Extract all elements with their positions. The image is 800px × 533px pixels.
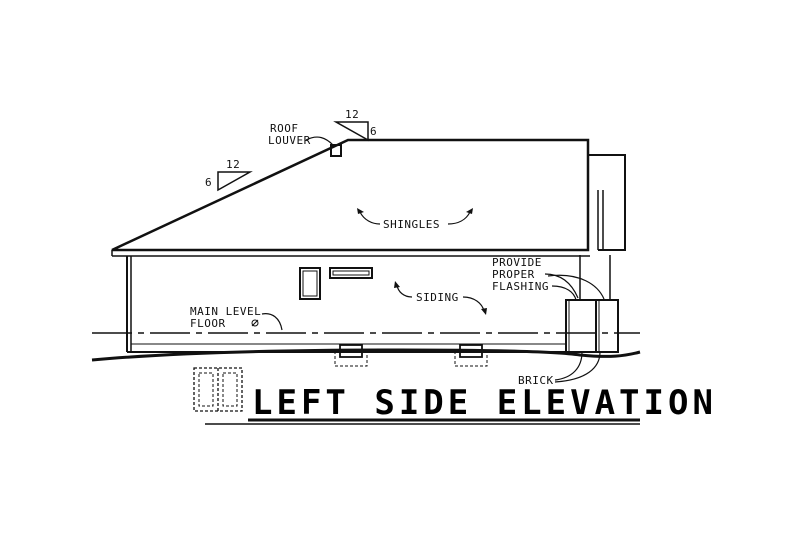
shingles-label: SHINGLES <box>383 218 440 231</box>
roof <box>111 138 626 257</box>
main-level-floor-note: MAIN LEVEL FLOOR <box>190 305 283 331</box>
pitch-rise-label: 6 <box>205 176 212 189</box>
foundation-vent <box>454 344 488 367</box>
flashing-label-line3: FLASHING <box>492 280 549 293</box>
siding-note: SIDING <box>394 281 487 315</box>
pitch-run-label: 12 <box>345 108 359 121</box>
floor-label-line2: FLOOR <box>190 317 226 330</box>
drawing-title: LEFT SIDE ELEVATION <box>252 383 717 423</box>
brick-label: BRICK <box>518 374 554 387</box>
ground-line <box>91 348 641 362</box>
pitch-run-label: 12 <box>226 158 240 171</box>
brick-note: BRICK <box>518 351 601 387</box>
siding-label: SIDING <box>416 291 459 304</box>
flashing-label-line1: PROVIDE <box>492 256 542 269</box>
foundation-vent <box>334 344 368 367</box>
flashing-note: PROVIDE PROPER FLASHING <box>492 256 605 301</box>
roof-louver-label-line1: ROOF <box>270 122 299 135</box>
drawing-title-block: LEFT SIDE ELEVATION <box>205 383 717 425</box>
roof-louver-note: ROOF LOUVER <box>268 122 334 147</box>
window <box>299 267 321 300</box>
shingles-note: SHINGLES <box>357 208 473 231</box>
floor-label-line1: MAIN LEVEL <box>190 305 261 318</box>
pitch-symbol-upper: 12 6 <box>333 108 377 142</box>
roof-louver <box>330 144 342 157</box>
roof-louver-label-line2: LOUVER <box>268 134 311 147</box>
footing-outline <box>193 367 243 412</box>
pitch-rise-label: 6 <box>370 125 377 138</box>
brick-columns <box>565 255 619 353</box>
flashing-label-line2: PROPER <box>492 268 535 281</box>
transom-window <box>329 267 373 279</box>
pitch-symbol-left: 12 6 <box>205 158 253 192</box>
